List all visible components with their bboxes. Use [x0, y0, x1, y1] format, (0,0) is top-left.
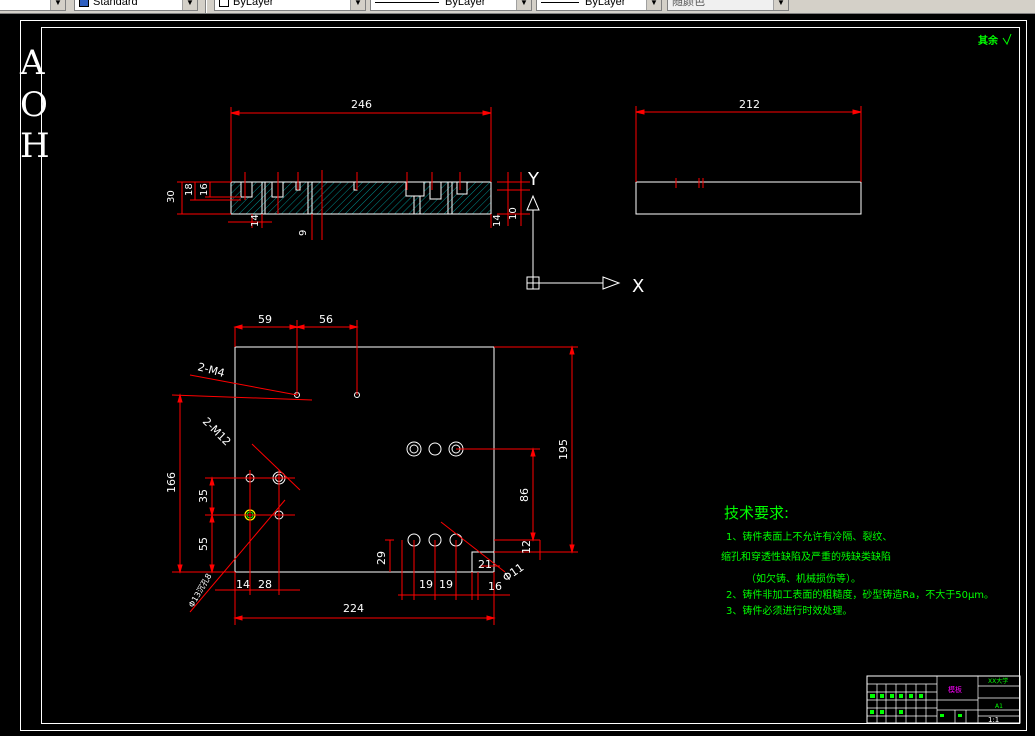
tech-req-line1: 1、铸件表面上不允许有冷隔、裂纹、: [726, 530, 892, 543]
dim-front-30: 30: [166, 190, 177, 203]
technical-requirements: 技术要求: 1、铸件表面上不允许有冷隔、裂纹、 缩孔和穿透性缺陷及严重的残缺类缺…: [721, 504, 994, 617]
ucs-icon: [526, 194, 621, 290]
dim-front-14-left: 14: [250, 214, 261, 227]
dim-top-166: 166: [165, 472, 178, 493]
linetype-value: ByLayer: [445, 0, 486, 8]
properties-toolbar: ▼ Standard ▼ ByLayer ▼ ByLayer ▼ ByLayer…: [0, 0, 1035, 14]
top-view-outline: [234, 346, 495, 573]
dim-top-19a: 19: [419, 578, 433, 591]
tech-req-line3: （如欠铸、机械损伤等）。: [746, 572, 861, 585]
dim-top-19b: 19: [439, 578, 453, 591]
dim-top-21: 21: [478, 558, 492, 571]
dim-top-59: 59: [258, 313, 272, 326]
dim-top-14: 14: [236, 578, 250, 591]
linetype-dropdown[interactable]: ByLayer ▼: [370, 0, 532, 11]
chevron-down-icon[interactable]: ▼: [646, 0, 661, 10]
chevron-down-icon[interactable]: ▼: [773, 0, 788, 10]
color-swatch-icon: [219, 0, 229, 8]
axis-y-label: Y: [527, 169, 540, 190]
front-view: 246 30 18 16 14 9 14 10: [166, 98, 530, 240]
top-view: 59 56 2-M4 2-M12 195 166 86 35 55 12 29 …: [165, 313, 578, 625]
tech-req-line4: 2、铸件非加工表面的粗糙度，砂型铸造Ra，不大于50μm。: [726, 588, 994, 601]
chevron-down-icon[interactable]: ▼: [182, 0, 197, 10]
dim-front-16: 16: [199, 183, 210, 196]
dim-top-224: 224: [343, 602, 364, 615]
dim-top-16: 16: [488, 580, 502, 593]
dim-top-55: 55: [197, 537, 210, 551]
tech-req-line2: 缩孔和穿透性缺陷及严重的残缺类缺陷: [721, 550, 891, 563]
corner-roughness-note: 其余: [978, 33, 1012, 47]
dim-front-9: 9: [298, 230, 309, 236]
dim-front-246: 246: [351, 98, 372, 111]
sheet-outer-border: [20, 20, 1027, 731]
dim-top-12: 12: [520, 540, 533, 554]
dim-top-29: 29: [375, 551, 388, 565]
view-letter-a: A: [20, 43, 45, 83]
lineweight-value: ByLayer: [585, 0, 626, 8]
layer-color-dropdown[interactable]: ByLayer ▼: [214, 0, 366, 11]
dim-top-28: 28: [258, 578, 272, 591]
lineweight-dropdown[interactable]: ByLayer ▼: [536, 0, 662, 11]
note-2-m12: 2-M12: [200, 415, 234, 449]
text-style-value: Standard: [93, 0, 138, 8]
plot-style-value: 随颜色: [672, 0, 705, 8]
tech-req-title: 技术要求:: [724, 504, 789, 522]
title-block-school: XX大学: [988, 677, 1008, 685]
dim-front-10: 10: [508, 207, 519, 220]
title-block-sheet: A1: [995, 703, 1003, 710]
drawing-canvas[interactable]: 其余: [0, 14, 1035, 736]
side-view: 212: [635, 98, 862, 215]
chevron-down-icon[interactable]: ▼: [350, 0, 365, 10]
tech-req-line5: 3、铸件必须进行时效处理。: [726, 604, 852, 617]
sheet-inner-border: [41, 27, 1020, 724]
dim-top-86: 86: [518, 488, 531, 502]
toolbar-separator: [205, 0, 207, 13]
dim-top-35: 35: [197, 489, 210, 503]
layer-color-value: ByLayer: [233, 0, 274, 8]
text-style-dropdown[interactable]: Standard ▼: [74, 0, 198, 11]
note-counterbore: Φ13沉孔8: [187, 572, 214, 609]
plot-style-dropdown[interactable]: 随颜色 ▼: [667, 0, 789, 11]
title-block: 模板 XX大学 A1 1:1: [866, 675, 1021, 724]
title-block-part-name: 模板: [948, 685, 962, 694]
text-style-icon: [79, 0, 89, 8]
svg-text:其余: 其余: [978, 34, 999, 47]
lineweight-preview-icon: [541, 1, 579, 3]
dropdown-left-partial[interactable]: ▼: [0, 0, 66, 11]
chevron-down-icon[interactable]: ▼: [516, 0, 531, 10]
linetype-preview-icon: [375, 1, 439, 3]
dim-side-212: 212: [739, 98, 760, 111]
dim-front-18: 18: [184, 183, 195, 196]
title-block-scale: 1:1: [988, 716, 999, 724]
dim-top-56: 56: [319, 313, 333, 326]
dim-top-phi11: Φ11: [500, 561, 526, 585]
dim-front-14-right: 14: [492, 214, 503, 227]
dim-top-195: 195: [557, 439, 570, 460]
chevron-down-icon[interactable]: ▼: [50, 0, 65, 10]
axis-x-label: X: [632, 276, 644, 297]
